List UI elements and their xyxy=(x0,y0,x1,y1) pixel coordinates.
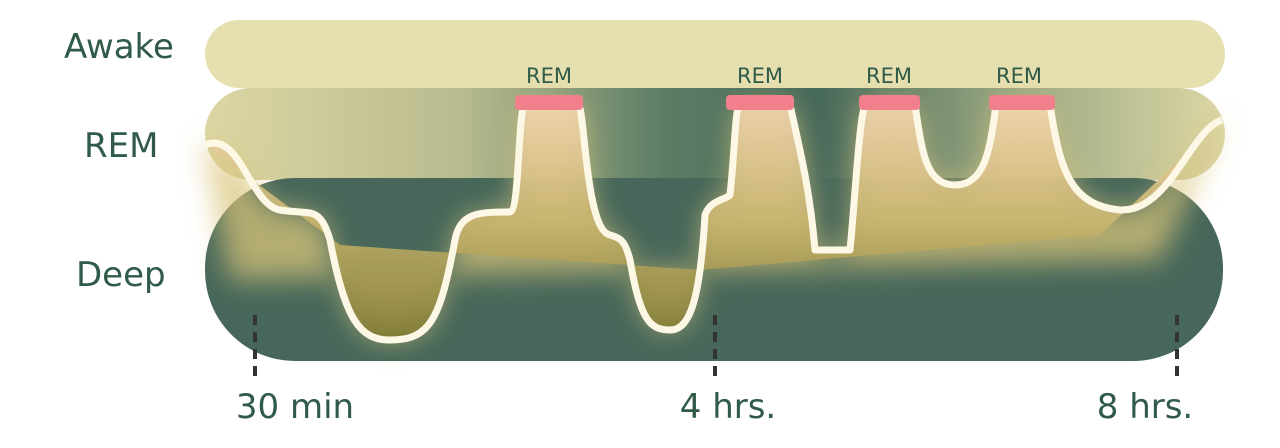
rem-marker-3 xyxy=(859,95,920,110)
rem-tag-2: REM xyxy=(737,64,783,88)
hypnogram-line xyxy=(203,101,1224,344)
time-label-4hrs: 4 hrs. xyxy=(680,387,777,427)
awake-band xyxy=(205,20,1225,88)
time-label-30min: 30 min xyxy=(236,387,354,427)
rem-tag-3: REM xyxy=(866,64,912,88)
rem-band xyxy=(205,88,1225,180)
rem-marker-2 xyxy=(726,95,794,110)
time-label-8hrs: 8 hrs. xyxy=(1097,387,1194,427)
stage-label-awake: Awake xyxy=(64,27,174,67)
hypnogram-fill xyxy=(205,105,1222,340)
rem-tag-1: REM xyxy=(526,64,572,88)
stage-label-rem: REM xyxy=(84,126,158,166)
stage-label-deep: Deep xyxy=(76,255,166,295)
rem-marker-1 xyxy=(515,95,583,110)
rem-marker-4 xyxy=(989,95,1055,110)
rem-tag-4: REM xyxy=(996,64,1042,88)
